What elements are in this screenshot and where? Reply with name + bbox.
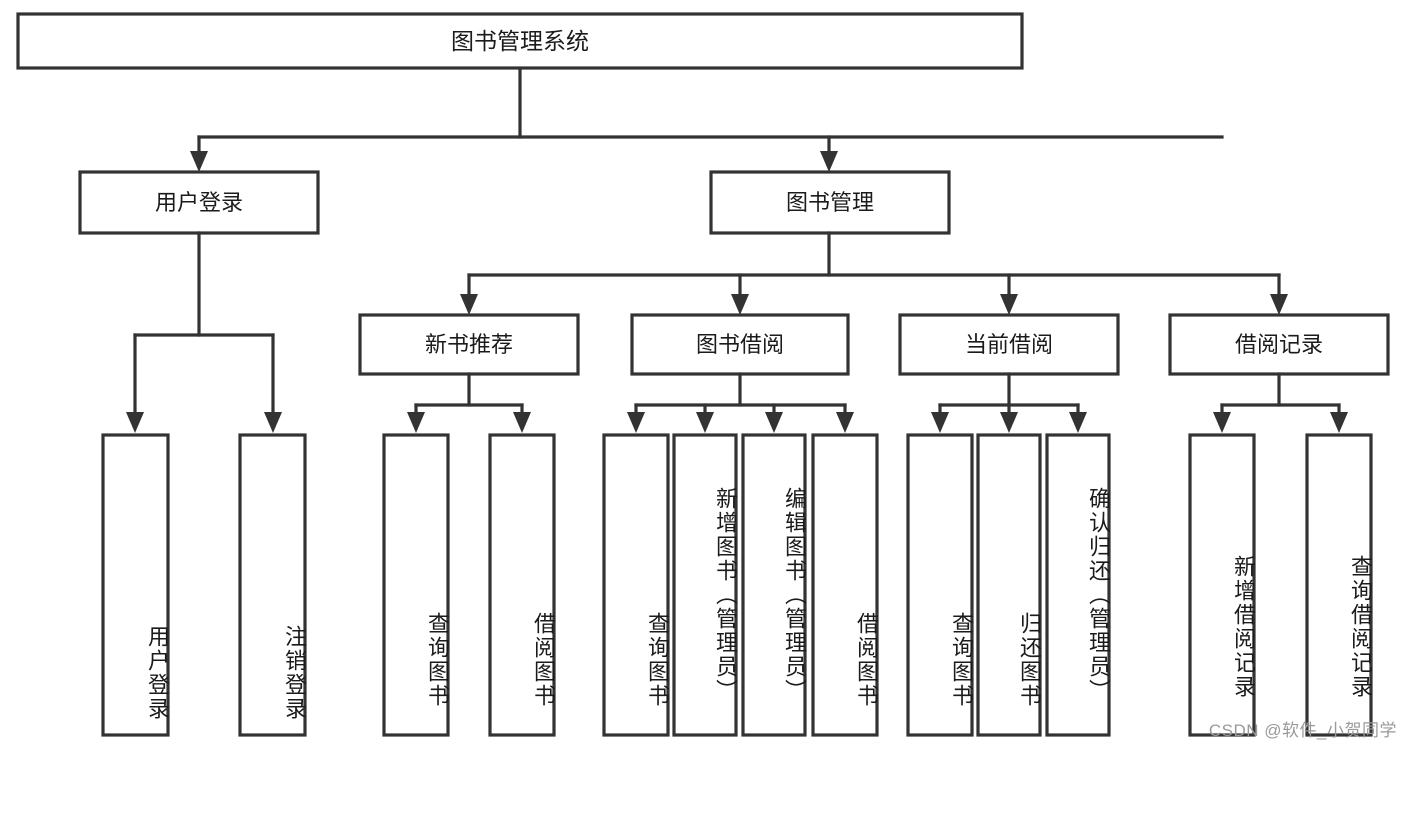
leaf-box-8[interactable] xyxy=(906,433,974,737)
level3-label-3: 借阅记录 xyxy=(1235,332,1323,357)
diagram-canvas: 图书管理系统 用户登录 图书管理 新书推荐 图书借阅 当前借阅 借阅记录 用户登… xyxy=(16,12,1397,740)
level3-boxes xyxy=(358,313,1390,376)
level2-label-0: 用户登录 xyxy=(155,190,243,215)
csdn-watermark: CSDN @软件_小贺同学 xyxy=(1208,721,1397,740)
root-label: 图书管理系统 xyxy=(451,28,589,54)
leaf-box-4[interactable] xyxy=(602,433,670,737)
edges-root-to-level2 xyxy=(190,66,1224,172)
level2-label-1: 图书管理 xyxy=(786,190,874,215)
leaf-box-3[interactable] xyxy=(488,433,556,737)
node-box-user-login[interactable] xyxy=(78,170,320,235)
level3-label-2: 当前借阅 xyxy=(965,332,1053,357)
level2-boxes xyxy=(78,170,951,235)
leaf-box-9[interactable] xyxy=(976,433,1042,737)
leaf-boxes xyxy=(101,433,1373,737)
level3-label-0: 新书推荐 xyxy=(425,332,513,357)
node-box-book-management[interactable] xyxy=(709,170,951,235)
level3-label-1: 图书借阅 xyxy=(696,332,784,357)
leaf-box-2[interactable] xyxy=(382,433,450,737)
leaf-box-1[interactable] xyxy=(238,433,307,737)
leaf-box-6[interactable] xyxy=(741,433,807,737)
leaf-box-5[interactable] xyxy=(672,433,738,737)
edges-new-book-recommend-to-leaves xyxy=(407,372,531,433)
edges-borrow-record-to-leaves xyxy=(1213,372,1348,433)
edges-user-login-to-leaves xyxy=(126,231,282,433)
leaf-box-0[interactable] xyxy=(101,433,170,737)
node-box-borrow-record[interactable] xyxy=(1168,313,1390,376)
leaf-box-7[interactable] xyxy=(811,433,879,737)
leaf-box-11[interactable] xyxy=(1188,433,1256,737)
leaf-box-10[interactable] xyxy=(1045,433,1111,737)
edges-current-borrow-to-leaves xyxy=(931,372,1087,433)
edges-book-management-to-level3 xyxy=(460,231,1288,315)
leaf-box-12[interactable] xyxy=(1305,433,1373,737)
node-box-root[interactable] xyxy=(16,12,1024,70)
tree-diagram-svg: 图书管理系统 用户登录 图书管理 新书推荐 图书借阅 当前借阅 借阅记录 xyxy=(16,12,1390,737)
node-box-book-borrow[interactable] xyxy=(630,313,850,376)
edges-book-borrow-to-leaves xyxy=(627,372,854,433)
